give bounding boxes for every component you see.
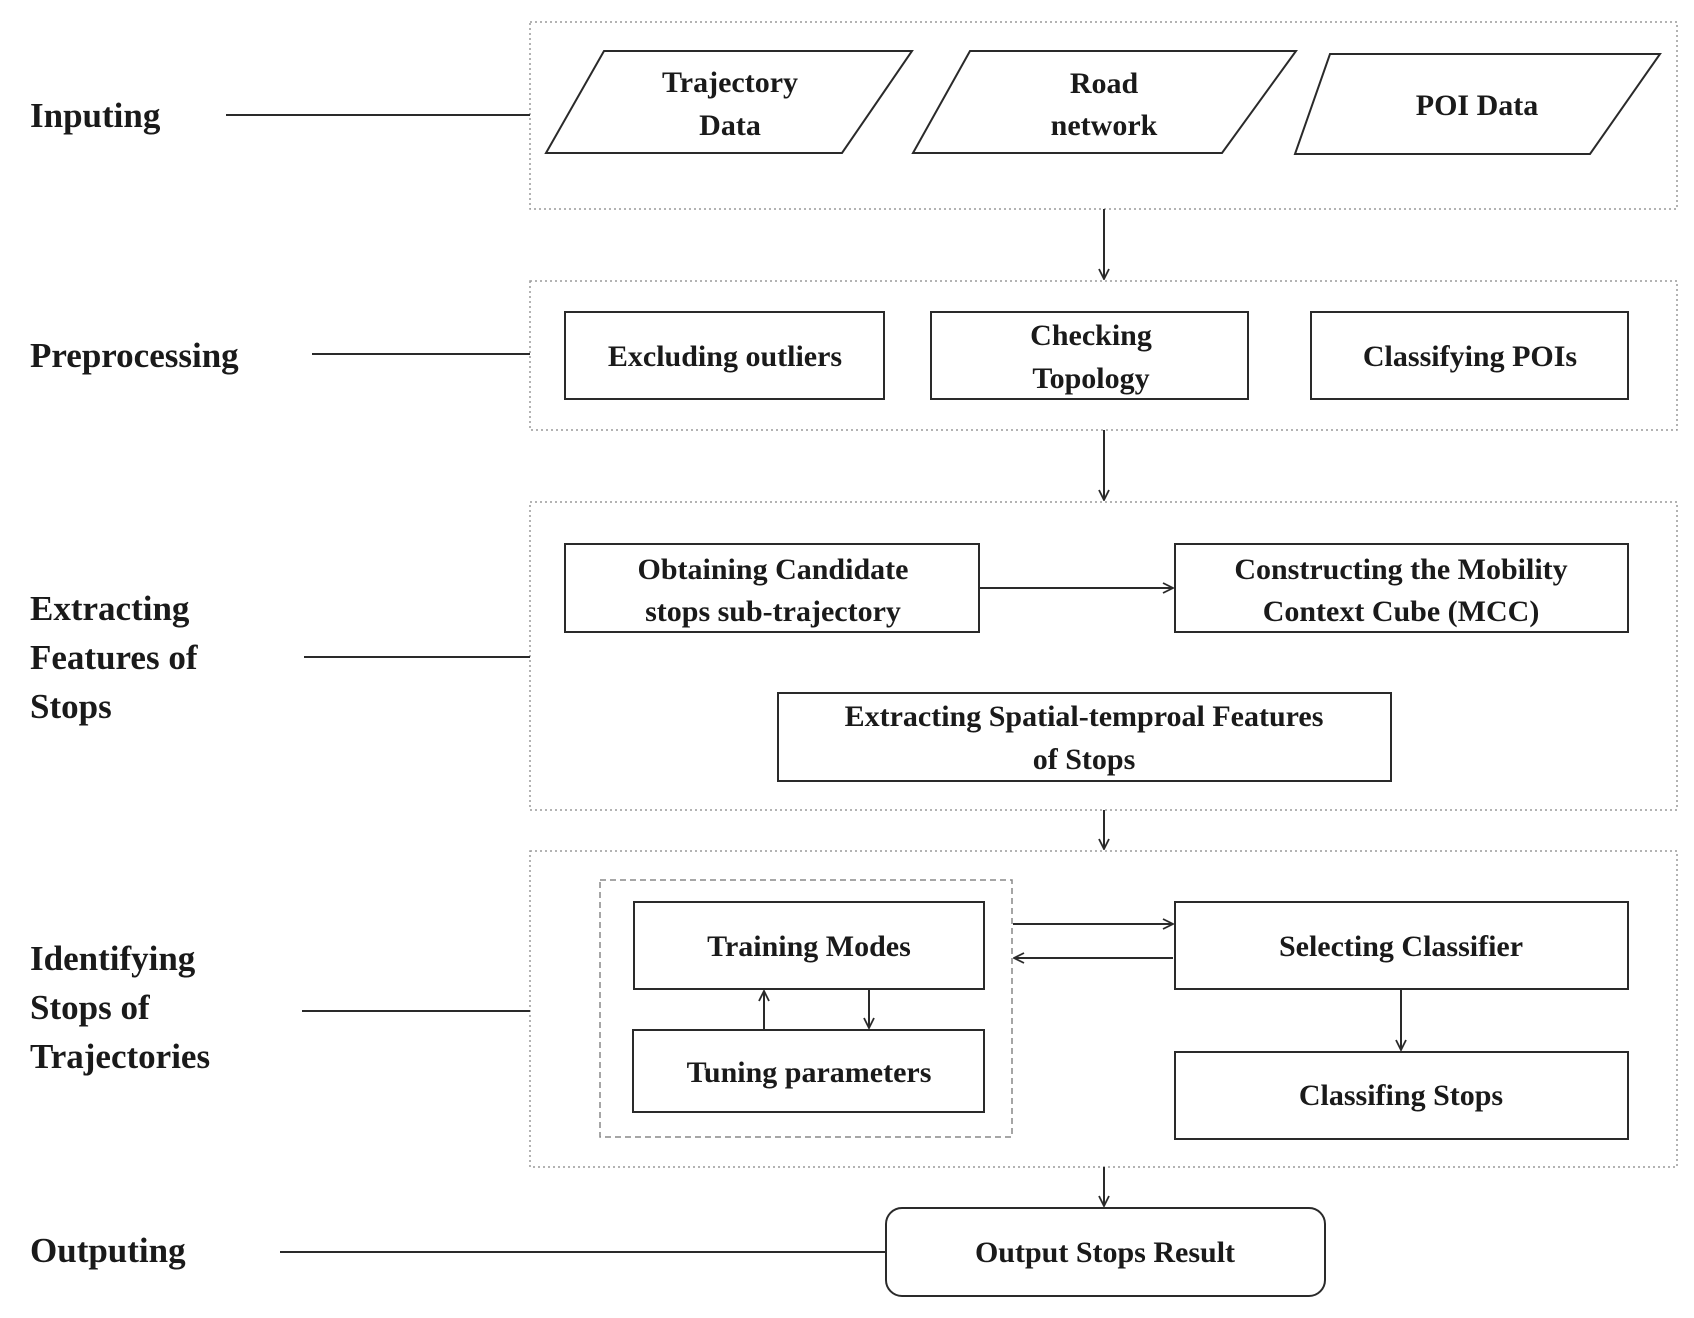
road-network-label-line-1: Road [1070, 67, 1139, 100]
selecting-classifier-box [1174, 901, 1629, 990]
stage-label-inputing-line-1: Inputing [30, 96, 161, 135]
trajectory-data-input [544, 50, 914, 154]
checking-topology-label-line-2: Topology [1032, 362, 1149, 395]
output-stops-result-label: Output Stops Result [975, 1236, 1235, 1269]
extracting-features-label-line-1: Extracting Spatial-temproal Features [845, 700, 1324, 733]
poi-data-input [1293, 53, 1662, 155]
constructing-mcc-label-line-2: Context Cube (MCC) [1263, 595, 1540, 628]
excluding-outliers-box [564, 311, 885, 400]
extracting-features-label: Extracting Spatial-temproal Features of S… [845, 700, 1324, 776]
tuning-parameters-label: Tuning parameters [687, 1056, 932, 1089]
excluding-outliers-label: Excluding outliers [608, 340, 842, 373]
classifying-pois-label-line-1: Classifying POIs [1363, 340, 1577, 373]
extracting-features-box [777, 692, 1392, 782]
training-modes-box [633, 901, 985, 990]
training-modes-label-line-1: Training Modes [707, 930, 911, 963]
stage-label-preprocessing: Preprocessing [30, 336, 239, 375]
poi-data-label-line-1: POI Data [1416, 89, 1539, 122]
inputing-group [529, 21, 1678, 210]
obtaining-candidate-label-line-2: stops sub-trajectory [645, 595, 901, 628]
classifying-pois-box [1310, 311, 1629, 400]
stage-label-outputing-line-1: Outputing [30, 1231, 186, 1270]
training-subgroup [599, 879, 1013, 1138]
output-stops-result-box [885, 1207, 1326, 1297]
classifing-stops-label-line-1: Classifing Stops [1299, 1079, 1503, 1112]
stage-label-identifying-line-2: Stops of [30, 988, 150, 1027]
tuning-parameters-label-line-1: Tuning parameters [687, 1056, 932, 1089]
stage-label-inputing: Inputing [30, 96, 161, 135]
stage-label-extracting-line-3: Stops [30, 687, 112, 726]
preprocessing-group [529, 280, 1678, 431]
extracting-features-label-line-2: of Stops [1033, 743, 1136, 776]
excluding-outliers-label-line-1: Excluding outliers [608, 340, 842, 373]
obtaining-candidate-label: Obtaining Candidate stops sub-trajectory [638, 553, 909, 628]
training-modes-label: Training Modes [707, 930, 911, 963]
constructing-mcc-label-line-1: Constructing the Mobility [1234, 553, 1567, 586]
road-network-label: Road network [1051, 67, 1158, 142]
stage-label-identifying-line-3: Trajectories [30, 1037, 210, 1076]
stage-label-extracting-line-2: Features of [30, 638, 198, 677]
road-network-label-line-2: network [1051, 109, 1158, 142]
classifing-stops-box [1174, 1051, 1629, 1140]
stage-label-identifying-line-1: Identifying [30, 939, 196, 978]
stage-label-preprocessing-line-1: Preprocessing [30, 336, 239, 375]
checking-topology-box [930, 311, 1249, 400]
stage-label-extracting-line-1: Extracting [30, 589, 190, 628]
stage-label-outputing: Outputing [30, 1231, 186, 1270]
tuning-parameters-box [632, 1029, 985, 1113]
selecting-classifier-label-line-1: Selecting Classifier [1279, 930, 1523, 963]
classifing-stops-label: Classifing Stops [1299, 1079, 1503, 1112]
constructing-mcc-box [1174, 543, 1629, 633]
selecting-classifier-label: Selecting Classifier [1279, 930, 1523, 963]
obtaining-candidate-label-line-1: Obtaining Candidate [638, 553, 909, 586]
classifying-pois-label: Classifying POIs [1363, 340, 1577, 373]
trajectory-data-label-line-2: Data [699, 109, 761, 142]
trajectory-data-label-line-1: Trajectory [662, 66, 798, 99]
checking-topology-label-line-1: Checking [1030, 319, 1152, 352]
output-stops-result-label-line-1: Output Stops Result [975, 1236, 1235, 1269]
poi-data-label: POI Data [1416, 89, 1539, 122]
road-network-input [911, 50, 1298, 154]
